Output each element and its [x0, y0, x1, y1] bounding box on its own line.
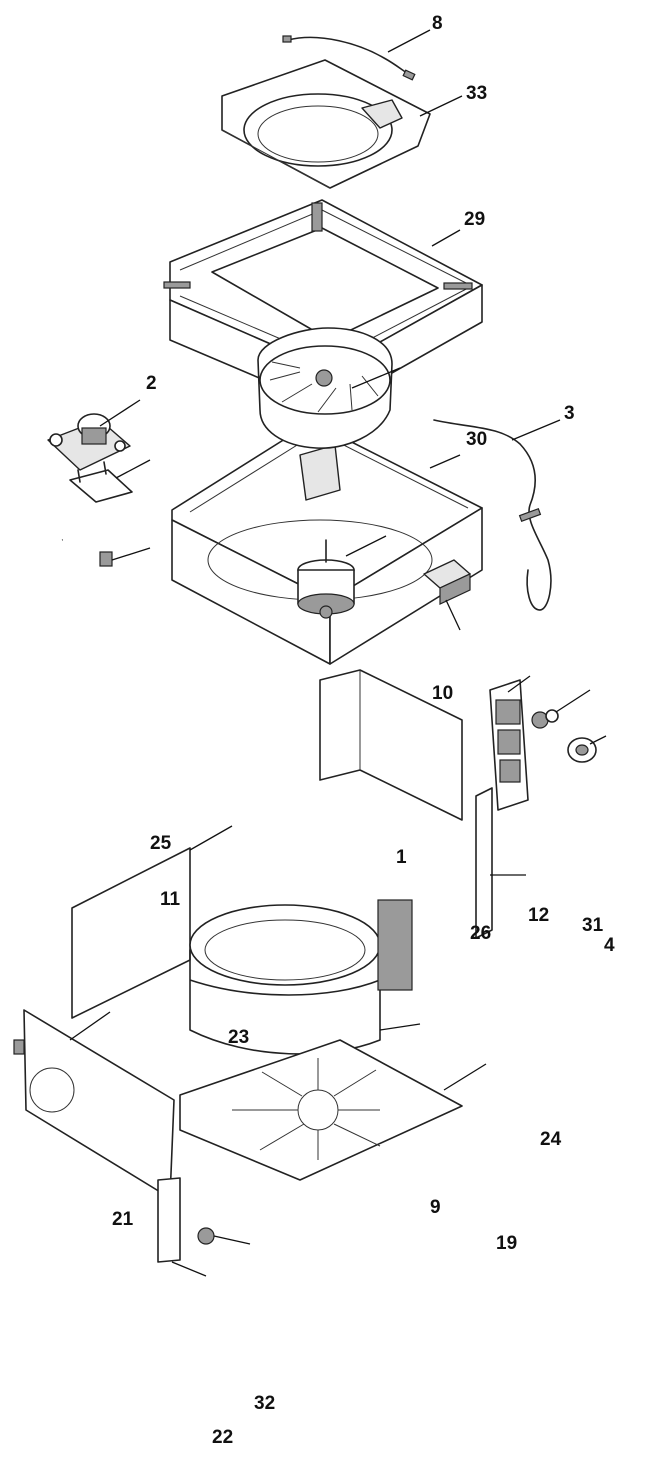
- temperature-sensor-part: [433, 419, 561, 611]
- casing-part: [171, 421, 483, 665]
- part-label-10: 10: [432, 683, 454, 704]
- control-box-part: [489, 675, 531, 811]
- sensor-cable-part: [282, 29, 431, 81]
- part-label-4: 4: [604, 935, 615, 956]
- part-label-33: 33: [466, 83, 488, 104]
- part-label-32: 32: [254, 1393, 276, 1414]
- top-plate-part: [221, 59, 463, 189]
- fan-motor-part: [297, 535, 387, 619]
- part-label-19: 19: [496, 1233, 518, 1254]
- part-label-30: 30: [466, 429, 488, 450]
- pump-bracket-part: [69, 459, 151, 503]
- base-pan-part: [179, 1039, 487, 1181]
- part-label-23: 23: [228, 1027, 250, 1048]
- drain-pump-part: [47, 399, 141, 471]
- part-label-22: 22: [212, 1427, 234, 1448]
- part-label-11: 11: [160, 889, 181, 910]
- part-label-31: 31: [582, 915, 604, 936]
- cap-part: [567, 735, 607, 763]
- part-label-25: 25: [150, 833, 172, 854]
- drain-plug-part: [197, 1227, 251, 1245]
- part-label-29: 29: [464, 209, 486, 230]
- side-cover-part: [13, 1009, 175, 1199]
- small-bracket-part: [157, 1177, 207, 1277]
- connector-fitting-part: [531, 689, 591, 729]
- part-label-1: 1: [396, 847, 407, 868]
- part-label-12: 12: [528, 905, 550, 926]
- float-switch-part: [423, 559, 471, 631]
- part-label-9: 9: [430, 1197, 441, 1218]
- part-label-3: 3: [564, 403, 575, 424]
- heat-exchanger-part: [189, 899, 421, 1055]
- part-label-8: 8: [432, 13, 443, 34]
- side-panel-part: [319, 669, 463, 821]
- part-label-2: 2: [146, 373, 157, 394]
- fan-wheel-part: [257, 327, 401, 449]
- part-label-24: 24: [540, 1129, 562, 1150]
- part-label-26: 26: [470, 923, 492, 944]
- part-label-21: 21: [112, 1209, 134, 1230]
- support-bracket-part: [475, 787, 526, 939]
- drain-pipe-part: [40, 538, 151, 582]
